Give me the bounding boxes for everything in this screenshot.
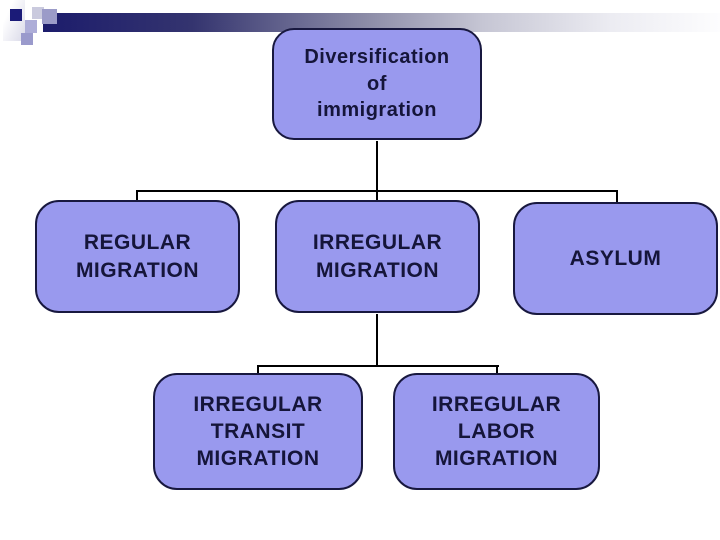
connector-root-vertical <box>376 141 378 201</box>
node-diversification-of-immigration: Diversification of immigration <box>272 28 482 140</box>
connector-level3-horizontal <box>257 365 499 367</box>
node-label: Diversification of immigration <box>304 46 450 122</box>
decor-square-light <box>32 7 44 19</box>
node-irregular-transit-migration: IRREGULAR TRANSIT MIGRATION <box>153 373 363 490</box>
decor-square-medium <box>42 9 57 24</box>
node-regular-migration: REGULAR MIGRATION <box>35 200 240 313</box>
decor-square-dark <box>10 9 22 21</box>
connector-tick-labor <box>496 365 498 374</box>
node-label: REGULAR MIGRATION <box>75 231 200 282</box>
connector-tick-asylum <box>616 190 618 203</box>
node-label: IRREGULAR LABOR MIGRATION <box>431 392 562 471</box>
node-label: IRREGULAR MIGRATION <box>312 231 443 282</box>
node-irregular-migration: IRREGULAR MIGRATION <box>275 200 480 313</box>
node-asylum: ASYLUM <box>513 202 718 315</box>
connector-level2-horizontal <box>136 190 618 192</box>
connector-tick-regular <box>136 190 138 201</box>
accent-gradient-bar <box>43 13 720 32</box>
node-irregular-labor-migration: IRREGULAR LABOR MIGRATION <box>393 373 600 490</box>
connector-tick-transit <box>257 365 259 374</box>
decor-square-lavender-1 <box>25 20 37 33</box>
connector-irregular-vertical <box>376 314 378 367</box>
node-label: ASYLUM <box>569 246 662 270</box>
decor-square-lavender-2 <box>21 33 33 45</box>
node-label: IRREGULAR TRANSIT MIGRATION <box>193 392 323 471</box>
